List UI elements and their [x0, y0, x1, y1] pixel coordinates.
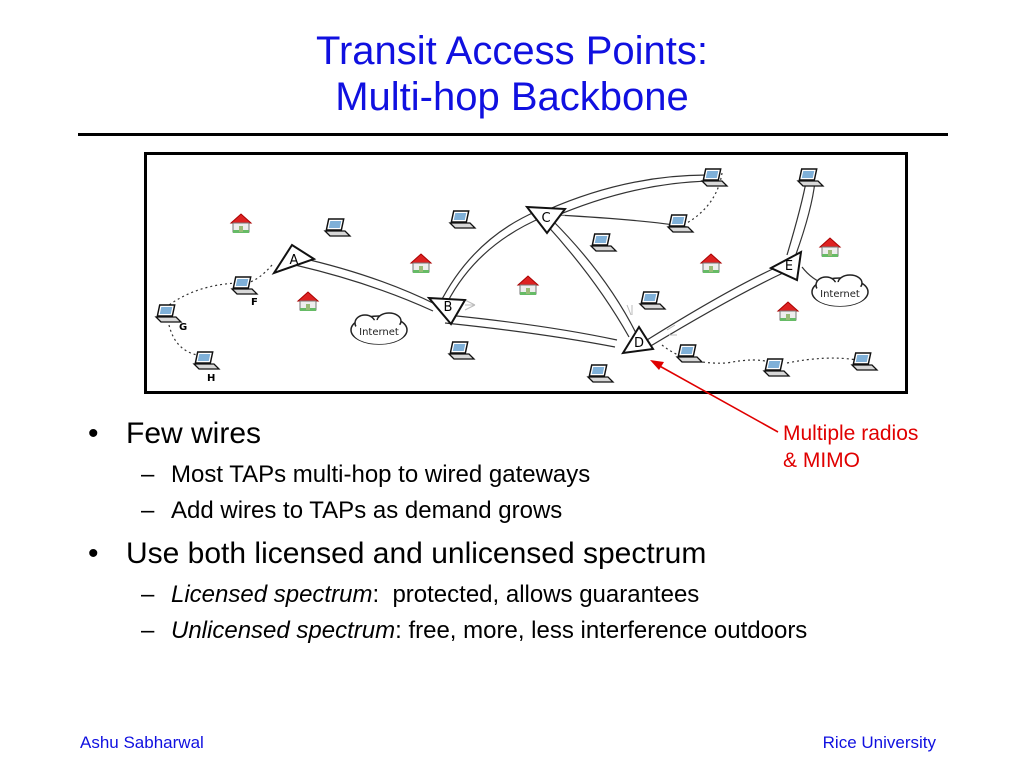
bullet-text: Few wires: [126, 417, 262, 450]
slide-title-line-1: Transit Access Points:: [316, 29, 708, 73]
tap-label-d: D: [634, 336, 644, 351]
sub-bullet-item: Add wires to TAPs as demand grows: [84, 496, 984, 526]
sub-bullet-emphasis: Licensed spectrum: [171, 581, 373, 608]
tap-label-b: B: [444, 300, 453, 315]
cloud-right: Internet: [811, 274, 869, 307]
sub-bullet-item: Licensed spectrum: protected, allows gua…: [84, 580, 984, 610]
bullet-item: Few wires: [84, 414, 984, 454]
wireless-links: [168, 172, 858, 364]
sub-bullet-item: Unlicensed spectrum: free, more, less in…: [84, 616, 984, 646]
tap-label-e: E: [785, 259, 793, 274]
client-label-h: H: [207, 373, 215, 384]
slide-title-line-2: Multi-hop Backbone: [335, 75, 689, 119]
title-underline: [78, 133, 948, 136]
tap-label-a: A: [290, 253, 299, 268]
tap-label-c: C: [541, 211, 550, 226]
network-diagram-svg: Internet Internet A B C D E: [155, 168, 878, 384]
client-label-g: G: [179, 322, 187, 333]
cloud-left: Internet: [350, 312, 408, 345]
sub-bullet-emphasis: Unlicensed spectrum: [171, 617, 396, 644]
tap-node-e: E: [768, 250, 803, 282]
sub-bullet-text: Most TAPs multi-hop to wired gateways: [171, 461, 591, 488]
slide-title: Transit Access Points: Multi-hop Backbon…: [0, 28, 1024, 120]
sub-bullet-text: : free, more, less interference outdoors: [395, 617, 808, 644]
tap-node-d: D: [621, 325, 655, 355]
tap-node-b: B: [426, 296, 467, 326]
cloud-left-label: Internet: [359, 327, 399, 338]
footer-author: Ashu Sabharwal: [80, 733, 204, 752]
bullet-item: Use both licensed and unlicensed spectru…: [84, 534, 984, 574]
bullet-text: Use both licensed and unlicensed spectru…: [126, 537, 707, 570]
client-label-f: F: [251, 297, 258, 308]
cloud-right-label: Internet: [820, 289, 860, 300]
sub-bullet-item: Most TAPs multi-hop to wired gateways: [84, 460, 984, 490]
bullet-list: Few wires Most TAPs multi-hop to wired g…: [84, 410, 984, 646]
sub-bullet-text: Add wires to TAPs as demand grows: [171, 497, 563, 524]
sub-bullet-text: : protected, allows guarantees: [372, 581, 700, 608]
network-diagram: Internet Internet A B C D E: [144, 152, 908, 394]
tap-node-a: A: [271, 243, 317, 275]
footer-institution: Rice University: [822, 733, 936, 752]
tap-node-c: C: [524, 205, 567, 235]
